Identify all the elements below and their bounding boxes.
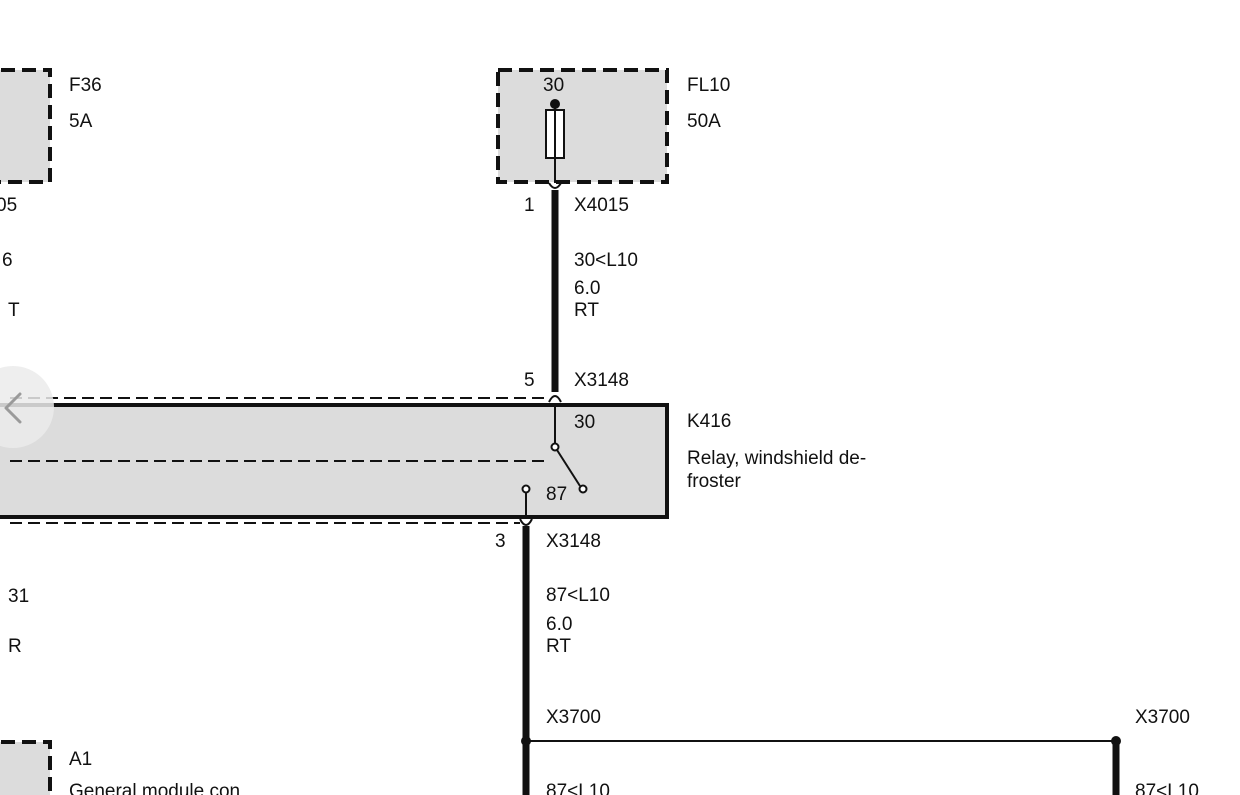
wire-30-l10-name: 30<L10 (574, 250, 638, 271)
connector-x3148-bottom-id: X3148 (546, 531, 601, 552)
connector-x4015-symbol (548, 182, 562, 189)
connector-x4015-id: X4015 (574, 195, 629, 216)
relay-k416-switch-arm (556, 449, 581, 487)
relay-k416-description-1: Relay, windshield de- (687, 448, 866, 469)
left-partial-label: T (8, 300, 20, 321)
connector-x4015-pin: 1 (524, 195, 535, 216)
wire-87-l10-lower-right-name: 87<L10 (1135, 781, 1199, 795)
wire-30-l10-gauge: 6.0 (574, 278, 600, 299)
relay-k416-contact-common (550, 442, 560, 452)
fuse-f36: F36 5A (0, 68, 102, 184)
chevron-left-icon (4, 392, 22, 424)
connector-x3148-bottom-symbol (519, 518, 533, 526)
connector-x3700-left-id: X3700 (546, 707, 601, 728)
fuse-fl10-box (496, 68, 669, 184)
left-partial-label: 6 (2, 250, 13, 271)
relay-k416-description-2: froster (687, 471, 742, 492)
fuse-f36-rating: 5A (69, 111, 93, 132)
module-a1-id: A1 (69, 749, 92, 770)
fuse-f36-box (0, 68, 52, 184)
fuse-fl10: 30 FL10 50A (496, 68, 730, 184)
relay-k416-id: K416 (687, 411, 731, 432)
left-partial-label: R (8, 636, 22, 657)
wire-87-l10-lower-left-name: 87<L10 (546, 781, 610, 795)
fuse-fl10-id: FL10 (687, 75, 730, 96)
module-a1-box (0, 740, 52, 795)
connector-x3148-top-symbol (548, 395, 562, 403)
fuse-fl10-pin: 30 (543, 75, 564, 96)
connector-x3148-bottom-pin: 3 (495, 531, 506, 552)
wire-87-l10-name: 87<L10 (546, 585, 610, 606)
left-partial-label: 31 (8, 586, 29, 607)
connector-x3148-top-pin: 5 (524, 370, 535, 391)
wire-87-l10-color: RT (546, 636, 571, 657)
wire-30-l10-color: RT (574, 300, 599, 321)
module-a1-description: General module con (69, 781, 240, 795)
wire-87-l10-gauge: 6.0 (546, 614, 572, 635)
module-a1: A1 General module con (0, 740, 240, 795)
fuse-fl10-rating: 50A (687, 111, 721, 132)
fuse-f36-id: F36 (69, 75, 102, 96)
connector-x3148-top-id: X3148 (574, 370, 629, 391)
relay-k416: 30 87 K416 Relay, windshield de- froster (0, 397, 866, 524)
left-partial-label: 05 (0, 195, 17, 216)
relay-k416-pin-in: 30 (574, 412, 595, 433)
connector-x3700-right-id: X3700 (1135, 707, 1190, 728)
splice-x3700-left-node (521, 736, 531, 746)
relay-k416-contact-out (521, 484, 531, 494)
relay-k416-contact-87 (578, 484, 588, 494)
relay-k416-pin-out: 87 (546, 484, 567, 505)
